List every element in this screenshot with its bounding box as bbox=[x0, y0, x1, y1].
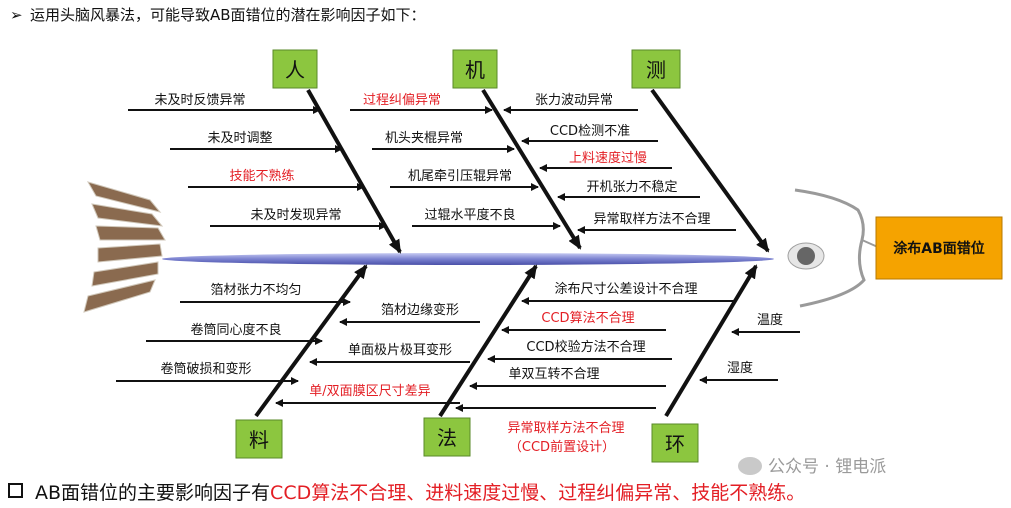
category-label-fa: 法 bbox=[437, 426, 457, 450]
cause-label-highlight: CCD算法不合理 bbox=[541, 311, 634, 326]
intro-text: 运用头脑风暴法，可能导致AB面错位的潜在影响因子如下： bbox=[30, 6, 426, 24]
cause-label: 未及时发现异常 bbox=[250, 207, 341, 223]
cause-label: 异常取样方法不合理 bbox=[593, 211, 710, 227]
cause-label-highlight: 上料速度过慢 bbox=[569, 150, 647, 166]
conclusion-prefix: AB面错位的主要影响因子有 bbox=[35, 482, 271, 504]
cause-label: 机头夹棍异常 bbox=[385, 131, 463, 146]
category-box-fa: 法 bbox=[423, 417, 471, 457]
cause-label: 过辊水平度不良 bbox=[424, 207, 515, 223]
cause-label: CCD检测不准 bbox=[550, 124, 630, 139]
effect-box: 涂布AB面错位 bbox=[875, 216, 1003, 280]
cause-label: 卷筒同心度不良 bbox=[190, 322, 281, 338]
cause-label: 开机张力不稳定 bbox=[586, 179, 677, 195]
cause-label: 湿度 bbox=[727, 360, 753, 376]
cause-label-highlight: （CCD前置设计） bbox=[509, 439, 615, 455]
fish-spine bbox=[162, 253, 774, 265]
cause-label-highlight: 单/双面膜区尺寸差异 bbox=[309, 384, 430, 399]
category-box-ji: 机 bbox=[452, 49, 498, 89]
wechat-icon bbox=[738, 457, 762, 475]
conclusion-highlight: CCD算法不合理、进料速度过慢、过程纠偏异常、技能不熟练。 bbox=[270, 482, 806, 504]
cause-label: 箔材张力不均匀 bbox=[210, 282, 301, 298]
arrow-bullet-icon: ➢ bbox=[10, 6, 23, 24]
watermark-text: 公众号 · 锂电派 bbox=[768, 457, 887, 477]
category-box-ce: 测 bbox=[631, 49, 681, 89]
bone-huan bbox=[664, 264, 758, 418]
cause-label: 温度 bbox=[757, 312, 783, 328]
cause-label: 机尾牵引压辊异常 bbox=[408, 169, 512, 184]
cause-label: 单双互转不合理 bbox=[508, 367, 599, 382]
bone-ji bbox=[481, 88, 582, 250]
effect-label: 涂布AB面错位 bbox=[893, 240, 985, 257]
cause-label-highlight: 技能不熟练 bbox=[229, 168, 294, 184]
square-bullet-icon bbox=[8, 483, 23, 498]
category-label-huan: 环 bbox=[665, 432, 685, 456]
category-label-ce: 测 bbox=[646, 58, 666, 82]
bone-fa bbox=[438, 264, 538, 418]
conclusion-line: AB面错位的主要影响因子有CCD算法不合理、进料速度过慢、过程纠偏异常、技能不熟… bbox=[8, 478, 805, 505]
cause-label: 卷筒破损和变形 bbox=[160, 361, 251, 377]
cause-label: CCD校验方法不合理 bbox=[526, 339, 645, 355]
category-box-liao: 料 bbox=[235, 419, 283, 459]
cause-label: 箔材边缘变形 bbox=[381, 302, 459, 318]
cause-label: 单面极片极耳变形 bbox=[348, 342, 452, 358]
fish-head bbox=[787, 188, 881, 308]
cause-label: 涂布尺寸公差设计不合理 bbox=[554, 281, 697, 297]
category-label-ren: 人 bbox=[285, 58, 305, 82]
cause-label: 张力波动异常 bbox=[535, 93, 613, 108]
intro-line: ➢ 运用头脑风暴法，可能导致AB面错位的潜在影响因子如下： bbox=[10, 4, 426, 25]
watermark: 公众号 · 锂电派 bbox=[738, 452, 886, 477]
fish-tail bbox=[83, 181, 166, 313]
category-box-huan: 环 bbox=[651, 423, 699, 463]
category-label-ji: 机 bbox=[465, 58, 485, 82]
cause-label: 未及时调整 bbox=[207, 131, 272, 146]
category-label-liao: 料 bbox=[249, 428, 269, 452]
cause-label-highlight: 过程纠偏异常 bbox=[363, 93, 441, 108]
bone-ce bbox=[650, 88, 770, 253]
bone-ren bbox=[306, 89, 402, 254]
category-box-ren: 人 bbox=[272, 49, 318, 89]
cause-label: 未及时反馈异常 bbox=[154, 93, 245, 108]
cause-label-highlight: 异常取样方法不合理 bbox=[507, 420, 624, 436]
